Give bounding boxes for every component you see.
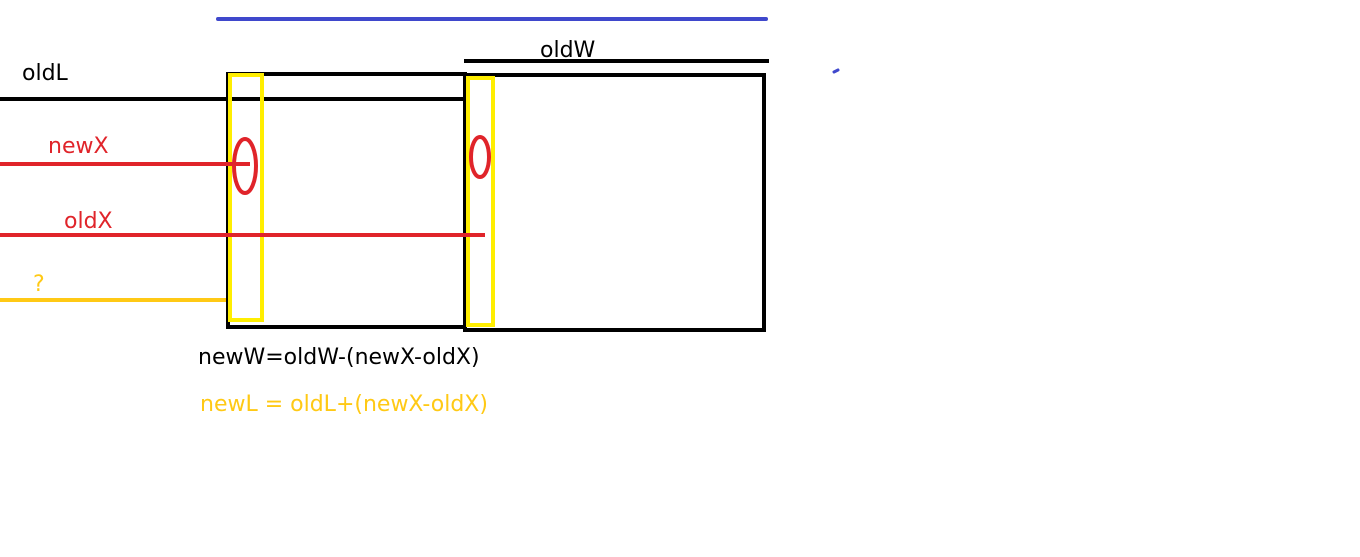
- label-oldX: oldX: [64, 209, 113, 234]
- new-handle: [228, 73, 264, 322]
- label-oldW: oldW: [540, 38, 596, 63]
- new-cursor-ellipse: [232, 137, 258, 195]
- old-box: [463, 73, 766, 332]
- blue-dot-mark: [832, 68, 840, 74]
- old-cursor-ellipse: [469, 135, 491, 179]
- formula-newL: newL = oldL+(newX-oldX): [200, 392, 488, 417]
- formula-newW: newW=oldW-(newX-oldX): [198, 345, 480, 370]
- label-question: ?: [33, 272, 45, 297]
- label-oldL: oldL: [22, 61, 69, 86]
- label-newX: newX: [48, 134, 109, 159]
- old-handle: [466, 76, 495, 327]
